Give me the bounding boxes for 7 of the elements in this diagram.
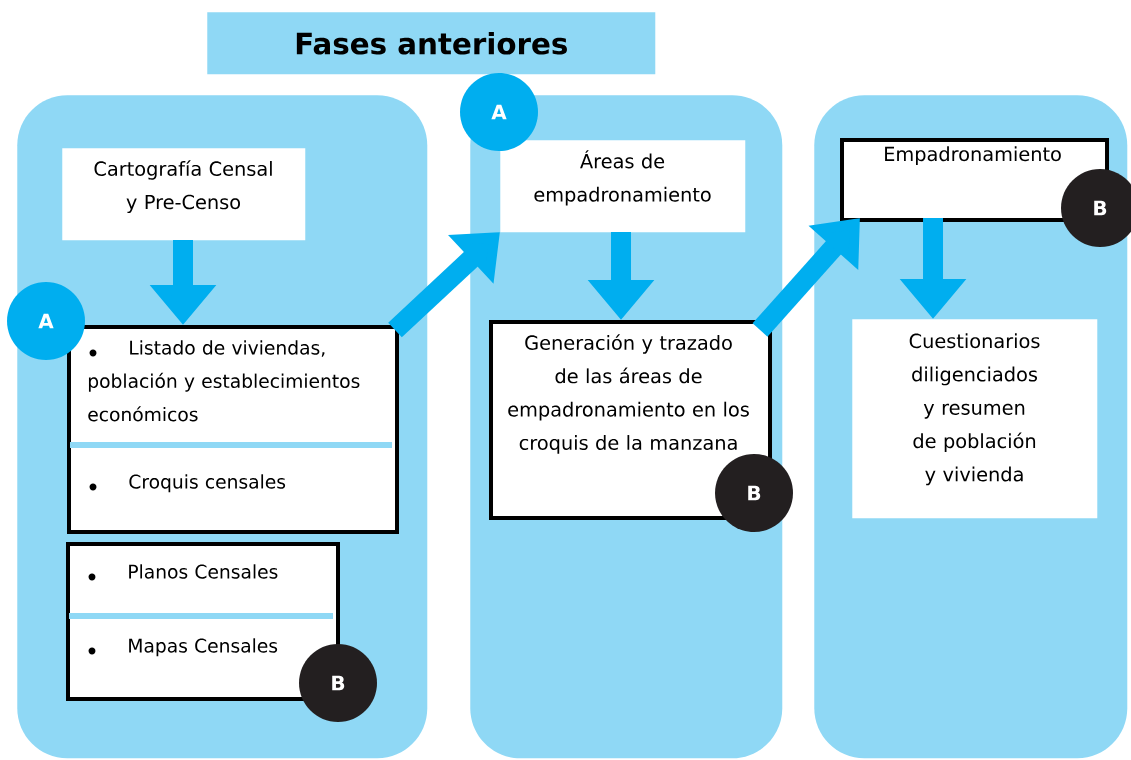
framed-box: Listado de viviendas, población y establecimientos económicos Croquis censales (67, 325, 399, 534)
block-arrow (388, 232, 500, 338)
text-box: Áreas de empadronamiento (500, 140, 746, 233)
text-box: Cartografía Censal y Pre-Censo (62, 148, 306, 241)
text-box: Cuestionarios diligenciados y resumen de población y vivienda (852, 319, 1098, 519)
title-box: Fases anteriores (207, 12, 656, 75)
block-arrow (752, 218, 860, 337)
